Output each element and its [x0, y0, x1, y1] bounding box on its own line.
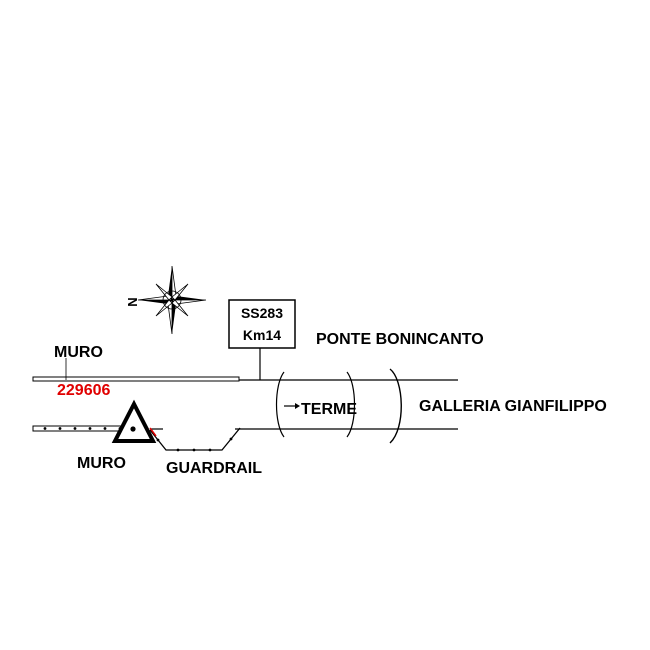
road-sign-km: Km14	[243, 327, 281, 343]
galleria-label: GALLERIA GIANFILIPPO	[419, 398, 607, 415]
compass-north-label: N	[125, 297, 140, 306]
muro-top-label: MURO	[54, 344, 103, 361]
warning-triangle-icon	[111, 399, 157, 443]
marker-hatch	[149, 427, 157, 437]
muro-bottom-label: MURO	[77, 455, 126, 472]
muro-top-wall	[32, 376, 240, 382]
guardrail-posts	[156, 437, 233, 452]
terme-label: TERME	[301, 401, 357, 418]
muro-bottom-wall	[32, 425, 129, 432]
bridge-west-edge	[275, 371, 285, 438]
compass-rose-icon	[137, 265, 207, 335]
direction-arrow-icon	[284, 403, 300, 409]
ponte-label: PONTE BONINCANTO	[316, 331, 484, 348]
road-sign-road: SS283	[241, 305, 283, 321]
bridge-east-edge	[346, 371, 356, 438]
road-sign: SS283 Km14	[228, 299, 296, 380]
guardrail-label: GUARDRAIL	[166, 460, 262, 477]
tunnel-portal	[389, 368, 402, 444]
marker-id-label: 229606	[57, 382, 110, 399]
guardrail-line	[149, 427, 241, 451]
